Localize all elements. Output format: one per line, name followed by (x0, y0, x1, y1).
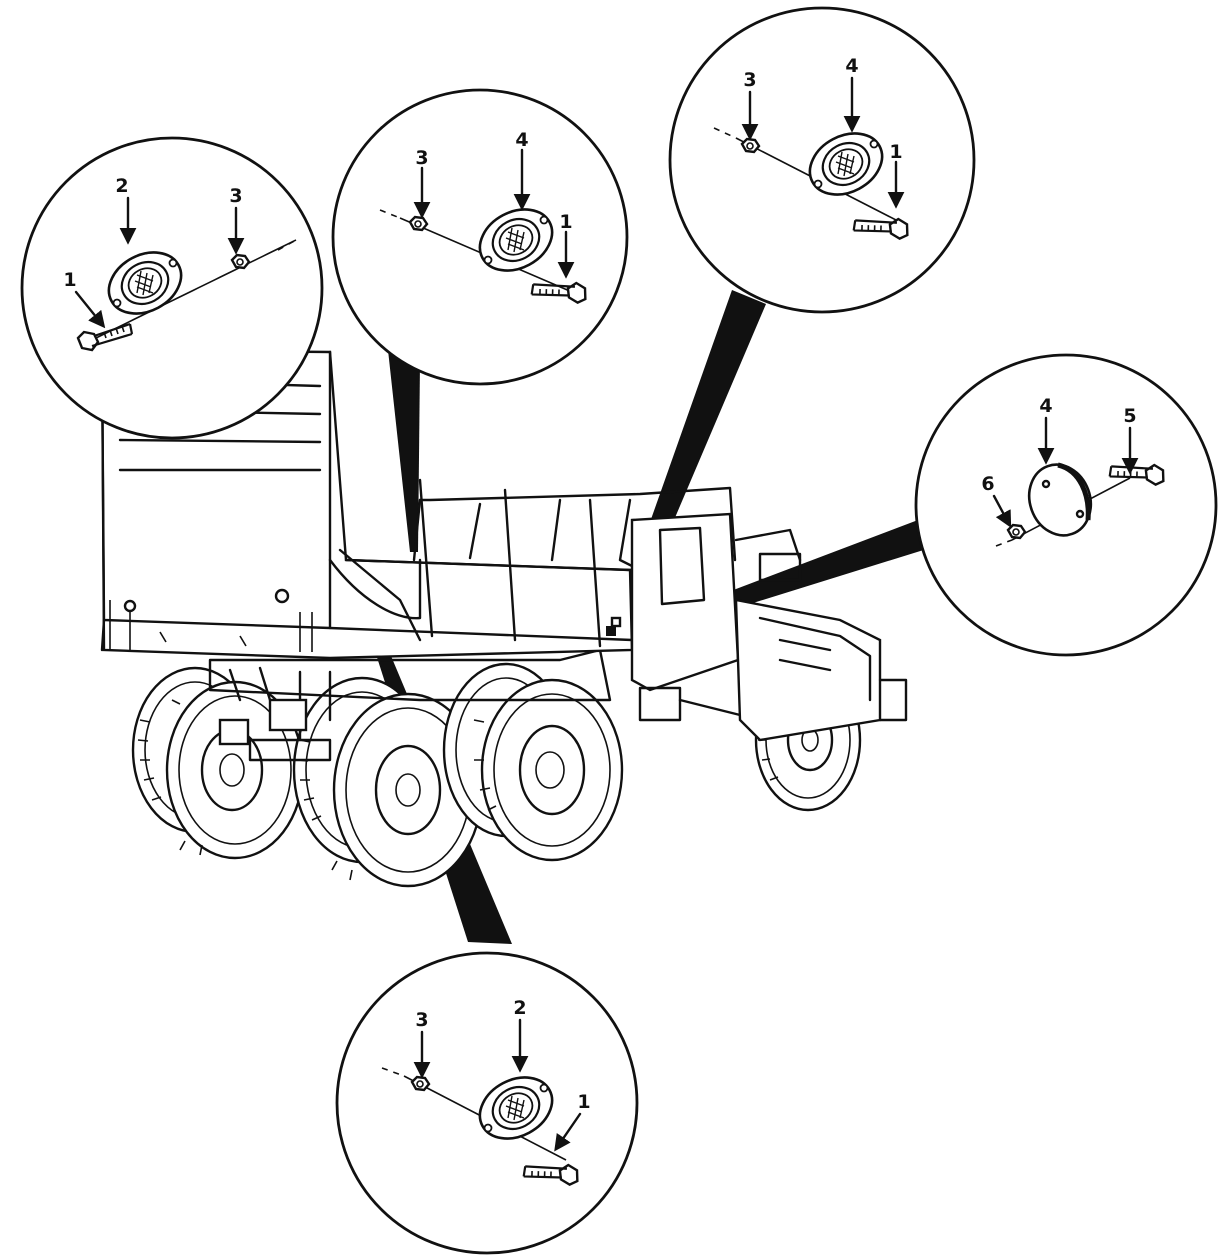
callout-label-1: 1 (63, 269, 76, 291)
detail-circle-bottom: 3 2 1 (335, 951, 639, 1255)
callout-label-2: 2 (115, 175, 128, 197)
arrow-1 (554, 1112, 582, 1152)
callout-label-3: 3 (415, 147, 428, 169)
nut-part (408, 215, 429, 232)
mount-point (606, 626, 616, 636)
callout-label-1: 1 (889, 141, 902, 163)
pointer-upper-middle (388, 350, 420, 552)
chassis (208, 648, 612, 762)
callout-label-1: 1 (577, 1091, 590, 1113)
arrow-6 (992, 494, 1012, 528)
nut-part (410, 1075, 431, 1092)
callout-label-3: 3 (743, 69, 756, 91)
detail-circle-right: 4 5 6 (914, 353, 1218, 657)
callout-label-2: 2 (513, 997, 526, 1019)
detail-circle-upper-right: 3 4 1 (668, 6, 976, 314)
callout-label-5: 5 (1123, 405, 1136, 427)
nut-part (740, 137, 761, 154)
dump-truck-illustration (100, 348, 908, 888)
detail-circle-left: 1 2 3 (20, 136, 324, 440)
callout-label-3: 3 (229, 185, 242, 207)
nut-part (230, 253, 251, 270)
front-rear-tire (480, 678, 624, 862)
hood (734, 598, 908, 742)
callout-label-4: 4 (515, 129, 528, 151)
cab (630, 512, 802, 722)
callout-label-4: 4 (1039, 395, 1052, 417)
round-reflector-part (1027, 462, 1093, 537)
nut-part (1006, 523, 1027, 540)
assembly-axis (95, 239, 297, 339)
cab-protector (412, 486, 737, 572)
callout-label-6: 6 (981, 473, 994, 495)
arrow-1 (74, 290, 106, 329)
callout-label-1: 1 (559, 211, 572, 233)
callout-label-4: 4 (845, 55, 858, 77)
detail-circle-upper-middle: 3 4 1 (331, 88, 629, 386)
callout-label-3: 3 (415, 1009, 428, 1031)
